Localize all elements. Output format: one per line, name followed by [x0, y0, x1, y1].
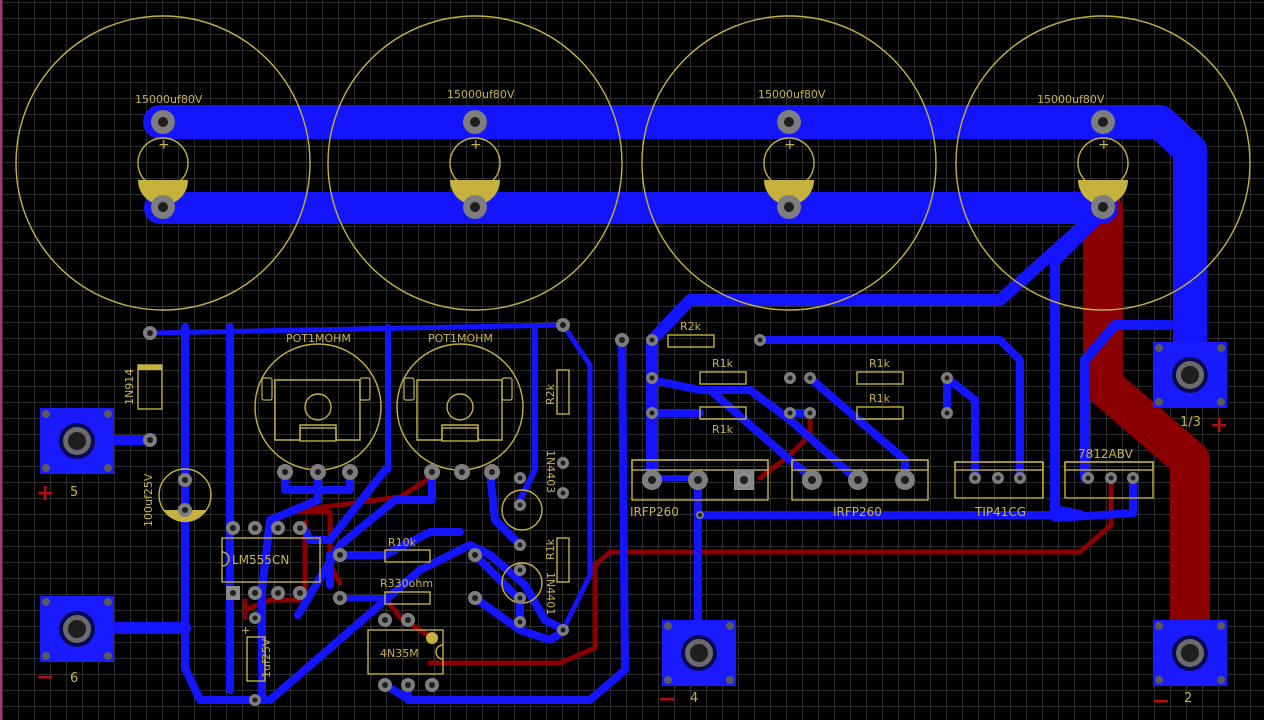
resistor-r2k-vertical: R2k: [544, 369, 570, 415]
ic-lm555cn: LM555CN: [221, 537, 321, 583]
cap-pads: [151, 110, 1115, 219]
terminal-6-label: 6: [70, 671, 78, 686]
resistor-r1k-a: R1k: [699, 357, 747, 385]
capacitor-c4: 15000uf80V: [955, 15, 1251, 311]
terminal-1-3[interactable]: [1153, 342, 1227, 408]
transistor-1n4401-label: 1N4401: [544, 572, 557, 615]
top-copper-layer: [109, 105, 1207, 704]
resistor-r10k-label: R10k: [388, 536, 417, 549]
terminal-1-3-plus: +: [1210, 413, 1228, 438]
mosfet-irfp260-2: IRFP260: [791, 459, 929, 519]
resistor-r1k-b-label: R1k: [712, 423, 734, 436]
terminal-2[interactable]: [1153, 620, 1227, 686]
transistor-tip41cg: TIP41CG: [954, 461, 1044, 519]
resistor-r2k-top: R2k: [667, 320, 715, 348]
capacitor-c2: 15000uf80V: [327, 15, 623, 311]
terminal-5[interactable]: [40, 408, 114, 474]
cap-1uf-label: 1uf25V: [260, 638, 273, 678]
svg-text:+: +: [1098, 137, 1110, 153]
ic-lm555cn-label: LM555CN: [232, 553, 289, 567]
capacitor-1uf: 1uf25V +: [241, 624, 273, 682]
diode-1n914-label: 1N914: [123, 369, 136, 405]
transistor-1n4403: 1N4403: [501, 450, 557, 531]
cap1-label: 15000uf80V: [135, 93, 203, 106]
mosfet2-label: IRFP260: [833, 505, 882, 519]
resistor-r1k-vertical-label: R1k: [544, 538, 557, 560]
cap3-label: 15000uf80V: [758, 88, 826, 101]
resistor-r2k-top-label: R2k: [680, 320, 702, 333]
cap-plus-marks: + + + +: [158, 137, 1110, 153]
potentiometer-1: POT1MOHM: [254, 332, 382, 471]
resistor-r1k-d-label: R1k: [869, 392, 891, 405]
capacitor-c3: 15000uf80V: [641, 15, 937, 311]
optocoupler-label: 4N35M: [380, 647, 419, 660]
resistor-r1k-vertical: R1k: [544, 537, 570, 583]
terminal-2-label: 2: [1184, 691, 1192, 706]
resistor-r10k: R10k: [384, 536, 431, 563]
mosfet-irfp260-1: IRFP260: [630, 459, 769, 519]
small-pads: [143, 318, 1139, 706]
pads: [143, 110, 1139, 706]
cap2-label: 15000uf80V: [447, 88, 515, 101]
svg-text:+: +: [158, 137, 170, 153]
svg-text:+: +: [470, 137, 482, 153]
optocoupler-4n35m: 4N35M: [367, 629, 444, 675]
terminal-5-plus: +: [36, 481, 54, 506]
svg-text:+: +: [784, 137, 796, 153]
regulator-7812abv: 7812ABV: [1064, 447, 1154, 499]
terminal-6[interactable]: [40, 596, 114, 662]
resistor-r1k-c: R1k: [856, 357, 904, 385]
cap4-label: 15000uf80V: [1037, 93, 1105, 106]
svg-text:+: +: [241, 624, 250, 637]
resistor-r330-label: R330ohm: [380, 577, 433, 590]
terminal-labels: + 5 − 6 − 4 1/3 + − 2: [36, 413, 1228, 714]
transistor-1n4403-label: 1N4403: [544, 450, 557, 493]
terminal-2-minus: −: [1152, 689, 1170, 714]
mosfet1-label: IRFP260: [630, 505, 679, 519]
terminal-1-3-label: 1/3: [1180, 415, 1201, 430]
terminal-6-minus: −: [36, 665, 54, 690]
transistor-tip41cg-label: TIP41CG: [974, 505, 1026, 519]
pot1-label: POT1MOHM: [286, 332, 351, 345]
regulator-label: 7812ABV: [1078, 447, 1134, 461]
diode-1n914: 1N914: [123, 364, 163, 410]
resistor-r1k-d: R1k: [856, 392, 904, 420]
terminal-5-label: 5: [70, 485, 78, 500]
resistor-r330: R330ohm: [380, 577, 433, 605]
terminal-4-label: 4: [690, 691, 698, 706]
resistor-r1k-b: R1k: [699, 406, 747, 436]
resistor-r1k-a-label: R1k: [712, 357, 734, 370]
resistor-r1k-c-label: R1k: [869, 357, 891, 370]
resistor-r2k-vertical-label: R2k: [544, 383, 557, 405]
terminal-4[interactable]: [662, 620, 736, 686]
terminal-4-minus: −: [658, 687, 676, 712]
capacitor-c1: 15000uf80V: [15, 15, 311, 311]
cap-100uf-label: 100uf25V: [142, 473, 155, 527]
pot2-label: POT1MOHM: [428, 332, 493, 345]
